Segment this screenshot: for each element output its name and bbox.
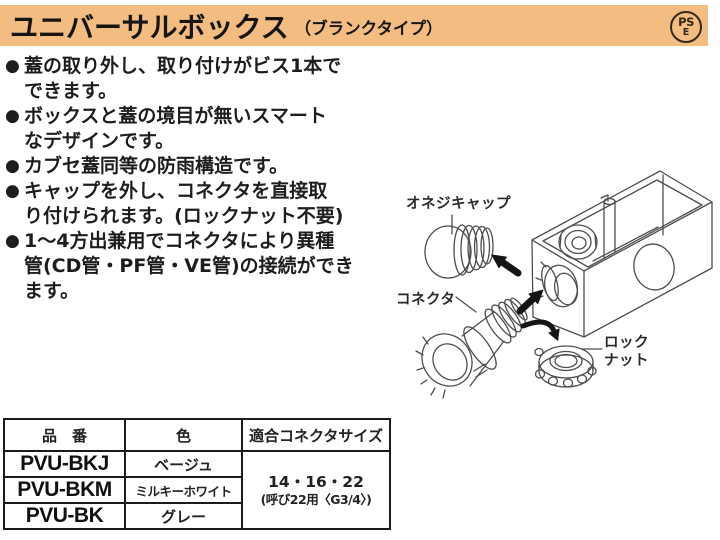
feature-item: ● 蓋の取り外し、取り付けがビス1本で できます。 — [5, 54, 377, 104]
cap-drawing — [424, 224, 494, 279]
feature-text: 蓋の取り外し、取り付けがビス1本で できます。 — [24, 55, 342, 102]
page-title: ユニバーサルボックス — [10, 10, 289, 44]
bullet-icon: ● — [5, 106, 20, 126]
connector-label: コネクタ — [396, 292, 456, 308]
table-row: PVU-BKJ ベージュ 14・16・22 (呼び22用〈G3/4〉) — [3, 450, 391, 530]
spec-table: 品 番 色 適合コネクタサイズ PVU-BKJ ベージュ 14・16・22 (呼… — [3, 418, 391, 530]
bullet-icon: ● — [5, 56, 20, 76]
pse-mark-text-bottom: E — [682, 26, 690, 38]
feature-list: ● 蓋の取り外し、取り付けがビス1本で できます。 ● ボックスと蓋の境目が無い… — [5, 54, 377, 304]
connector-drawing — [415, 297, 528, 399]
col-header-part-no: 品 番 — [3, 418, 126, 452]
color-value: ベージュ — [154, 455, 213, 474]
feature-item: ● 1～4方出兼用でコネクタにより異種 管(CD管・PF管・VE管)の接続ができ… — [5, 229, 377, 304]
color-value: グレー — [160, 507, 206, 526]
locknut-label: ロック ナット — [604, 335, 649, 369]
connector-size-note: (呼び22用〈G3/4〉) — [260, 492, 372, 507]
part-number: PVU-BK — [25, 504, 104, 527]
feature-item: ● キャップを外し、コネクタを直接取 り付けられます。(ロックナット不要) — [5, 179, 377, 229]
pse-mark-text-top: PS — [678, 15, 694, 29]
part-number: PVU-BKJ — [20, 452, 109, 475]
page-subtitle: （ブランクタイプ） — [294, 18, 443, 38]
header-bar: ユニバーサルボックス （ブランクタイプ） PS E — [0, 5, 708, 46]
exploded-parts-diagram: オネジキャップ コネクタ ロック ナット — [390, 140, 720, 440]
table-header-row: 品 番 色 適合コネクタサイズ — [3, 418, 391, 452]
cap-label: オネジキャップ — [406, 196, 511, 212]
locknut-drawing — [534, 345, 597, 388]
feature-text: ボックスと蓋の境目が無いスマート なデザインです。 — [24, 105, 327, 152]
col-header-size: 適合コネクタサイズ — [241, 418, 391, 452]
bullet-icon: ● — [5, 231, 20, 251]
feature-item: ● ボックスと蓋の境目が無いスマート なデザインです。 — [5, 104, 377, 154]
box-drawing — [531, 170, 713, 338]
feature-text: 1～4方出兼用でコネクタにより異種 管(CD管・PF管・VE管)の接続ができ ま… — [24, 230, 354, 302]
color-value: ミルキーホワイト — [135, 483, 232, 499]
diagram-line-art — [415, 170, 713, 399]
bullet-icon: ● — [5, 156, 20, 176]
pse-mark-icon: PS E — [670, 11, 702, 43]
feature-text: カブセ蓋同等の防雨構造です。 — [24, 155, 289, 177]
connector-size-cell: 14・16・22 (呼び22用〈G3/4〉) — [241, 450, 391, 530]
connector-size-values: 14・16・22 — [268, 473, 364, 491]
feature-item: ● カブセ蓋同等の防雨構造です。 — [5, 154, 377, 179]
table-row: PVU-BKM ミルキーホワイト — [3, 476, 390, 504]
bullet-icon: ● — [5, 181, 20, 201]
feature-text: キャップを外し、コネクタを直接取 り付けられます。(ロックナット不要) — [24, 180, 344, 227]
part-number: PVU-BKM — [17, 478, 112, 501]
connector-label-leader — [455, 296, 477, 313]
col-header-color: 色 — [124, 418, 243, 452]
assembly-arrows — [491, 254, 560, 341]
table-row: PVU-BK グレー — [3, 502, 390, 530]
